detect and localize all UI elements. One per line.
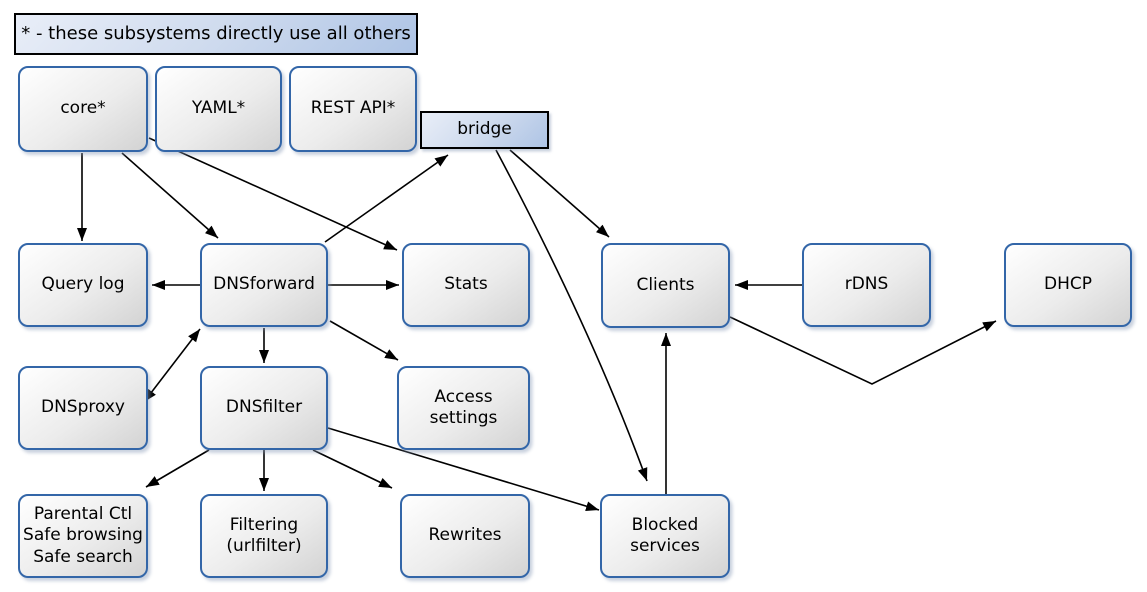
node-bridge-label: bridge [457,119,512,140]
node-rest-api: REST API* [289,66,417,152]
legend-note-box: * - these subsystems directly use all ot… [14,13,418,55]
node-stats: Stats [402,243,530,327]
node-parental-safe: Parental Ctl Safe browsing Safe search [18,494,148,578]
node-dnsproxy: DNSproxy [18,366,148,450]
edge-dnsfilter-rewrites [312,449,393,489]
node-clients-label: Clients [636,274,695,295]
edge-dnsfilter-parental [145,449,210,488]
edge-clients-dhcp [729,316,997,385]
node-query-log: Query log [18,243,148,327]
node-query-log-label: Query log [41,274,125,295]
edge-bridge-blocked [495,149,648,482]
node-rewrites: Rewrites [400,494,530,578]
node-filtering-label: Filtering (urlfilter) [226,514,302,556]
edge-core-stats [148,137,398,251]
legend-note-text: * - these subsystems directly use all ot… [21,22,411,44]
edge-dnsforward-dnsproxy [143,328,201,403]
node-access-settings: Access settings [397,366,530,450]
node-stats-label: Stats [444,274,488,295]
node-bridge: bridge [420,111,549,149]
edge-dnsforward-bridge [324,154,449,243]
node-rdns: rDNS [802,243,931,327]
node-core-label: core* [60,98,106,119]
node-dhcp: DHCP [1004,243,1132,327]
node-blocked-services-label: Blocked services [630,514,700,556]
node-core: core* [18,66,148,152]
node-parental-safe-label: Parental Ctl Safe browsing Safe search [23,504,143,567]
node-yaml-label: YAML* [191,98,246,119]
node-blocked-services: Blocked services [600,494,730,578]
edge-core-dnsforward [121,152,219,239]
edge-dnsfilter-blocked [327,427,600,512]
node-dhcp-label: DHCP [1044,274,1092,295]
node-dnsfilter-label: DNSfilter [225,397,303,418]
node-access-settings-label: Access settings [429,386,498,428]
node-filtering: Filtering (urlfilter) [200,494,328,578]
node-dnsproxy-label: DNSproxy [40,397,125,418]
node-yaml: YAML* [155,66,282,152]
node-dnsfilter: DNSfilter [200,366,328,450]
node-dnsforward-label: DNSforward [213,274,315,295]
node-dnsforward: DNSforward [200,243,328,327]
node-clients: Clients [601,243,730,328]
node-rewrites-label: Rewrites [428,525,502,546]
edge-dnsforward-access [329,320,399,361]
edge-bridge-clients [509,149,610,238]
node-rest-api-label: REST API* [310,98,396,119]
node-rdns-label: rDNS [844,274,889,295]
